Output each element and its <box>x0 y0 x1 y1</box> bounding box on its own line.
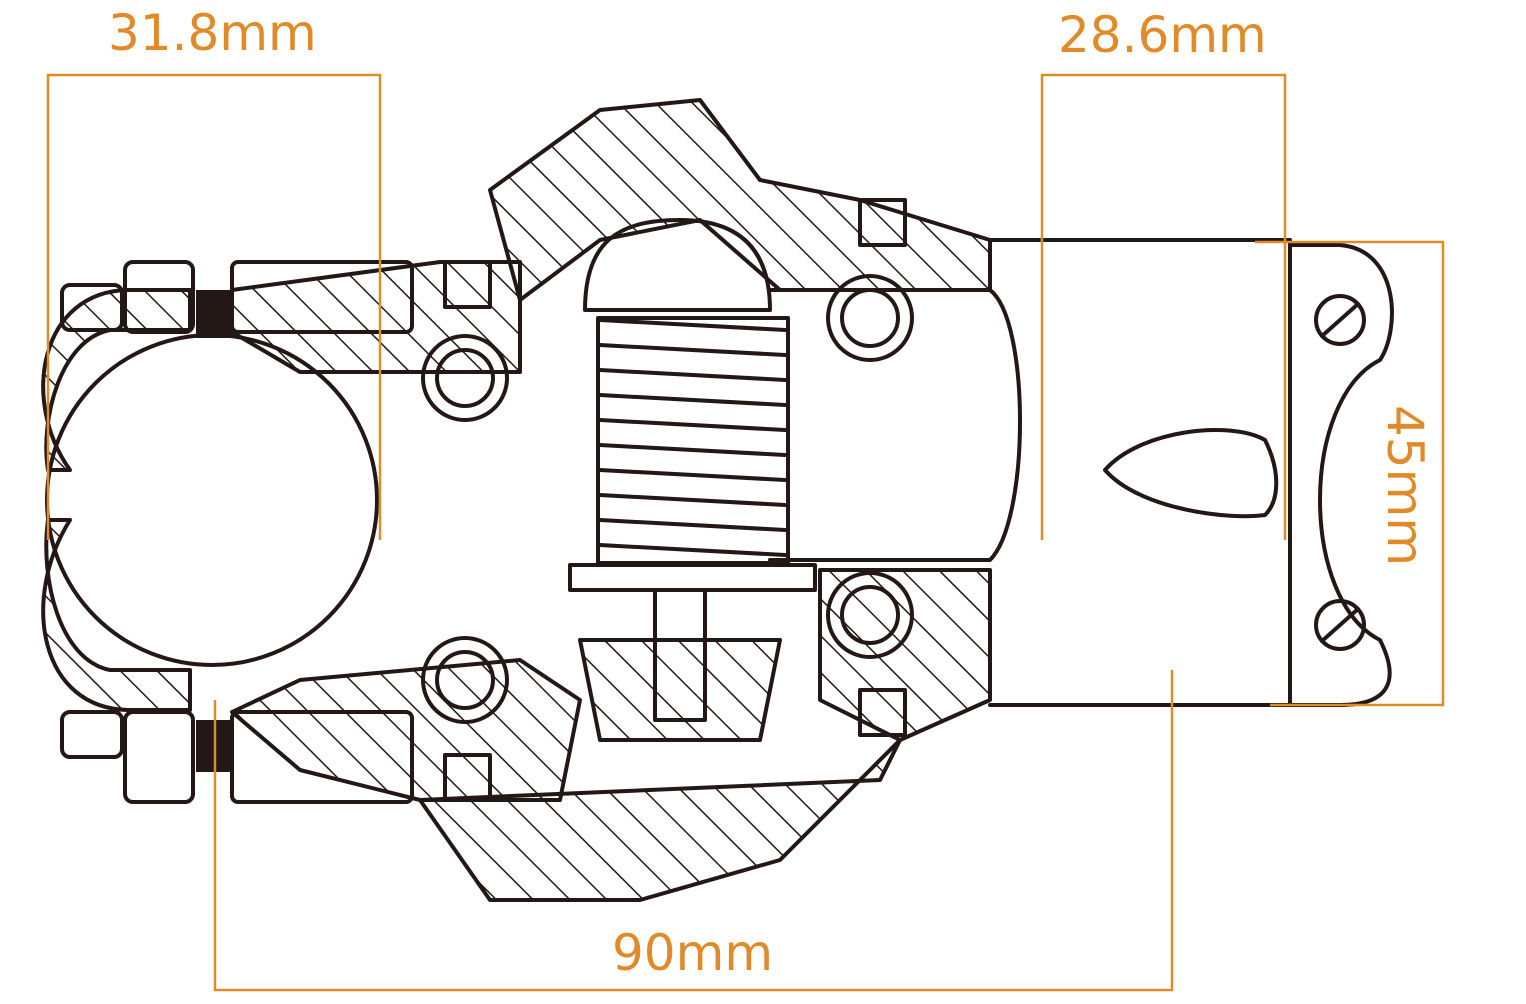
stem-body <box>230 98 992 902</box>
steerer-clamp <box>768 238 1394 707</box>
steerer-clamp-dimension: 28.6mm <box>1058 6 1267 64</box>
bolts <box>421 198 914 802</box>
dimension-lines <box>46 73 1445 992</box>
stem-slot <box>1103 428 1279 519</box>
stem-length-dimension: 90mm <box>612 924 774 982</box>
stack-height-dimension: 45mm <box>1376 405 1434 567</box>
handlebar-clamp-dimension: 31.8mm <box>108 4 317 62</box>
clamp-bolt-top <box>196 290 232 338</box>
spring <box>596 316 790 565</box>
preload-assembly <box>568 218 817 722</box>
